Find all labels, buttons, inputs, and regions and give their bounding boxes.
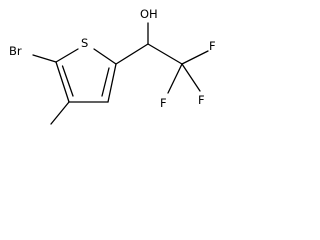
- bond-c-f1: [181, 50, 209, 65]
- atom-label-oh: OH: [140, 7, 158, 21]
- bond-c-f3: [167, 63, 183, 94]
- atom-labels: Br S OH F F F: [9, 7, 216, 110]
- substituent-bonds: [32, 22, 209, 125]
- bond-c-f2: [181, 63, 201, 92]
- thiophene-ring: [55, 48, 117, 103]
- bond-c5-c4-double: [61, 65, 74, 97]
- bond-c3-c2-double: [101, 67, 110, 97]
- chemical-structure: Br S OH F F F: [9, 7, 216, 125]
- bond-c4-methyl: [50, 101, 70, 125]
- atom-label-f3: F: [160, 96, 167, 110]
- atom-label-br: Br: [9, 44, 22, 58]
- bond-s-c2: [93, 48, 117, 65]
- atom-label-f1: F: [209, 39, 216, 53]
- atom-label-s: S: [81, 36, 88, 50]
- bond-c5-br: [32, 54, 57, 63]
- atom-label-f2: F: [198, 93, 205, 107]
- bond-ch-cf3: [147, 43, 183, 65]
- bond-c5-c4: [55, 61, 70, 103]
- bond-s-c5: [55, 48, 79, 63]
- bond-c2-choh: [115, 43, 149, 65]
- bond-c3-c2: [107, 63, 117, 103]
